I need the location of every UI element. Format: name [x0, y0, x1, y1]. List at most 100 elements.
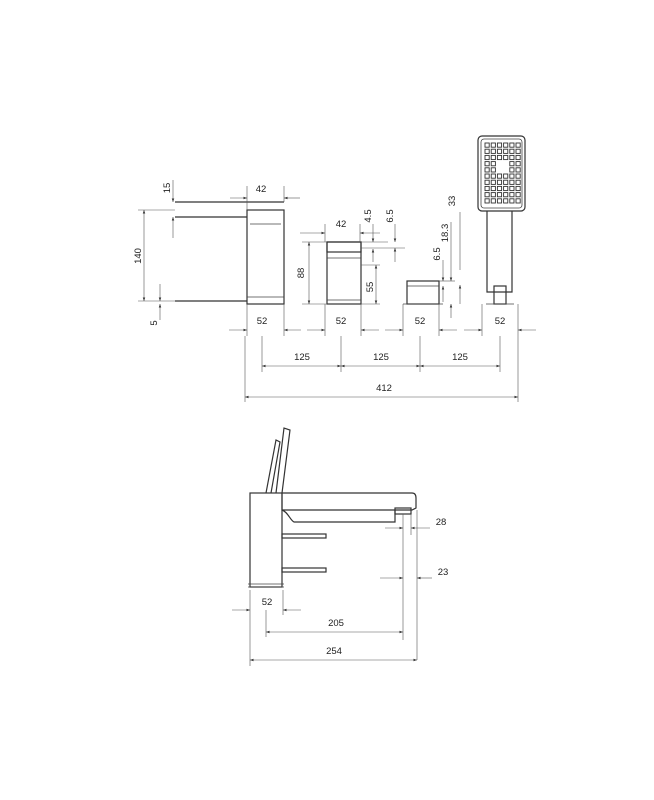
dim-diverter-height-b: 33	[447, 196, 462, 304]
dim-mixer-lower: 55	[361, 264, 380, 305]
dim-base-diverter-label: 52	[415, 316, 426, 327]
dim-spacing-3-label: 125	[452, 352, 468, 363]
nozzle	[515, 142, 521, 148]
nozzle	[490, 192, 496, 198]
nozzle	[496, 198, 503, 204]
dim-base-spout: 52	[229, 304, 301, 336]
dim-overall-top-label: 412	[376, 383, 392, 394]
dim-diverter-height-label: 18.3	[440, 224, 451, 243]
nozzle	[496, 179, 503, 185]
nozzle	[509, 161, 515, 167]
dim-spout-top-label: 15	[162, 183, 173, 194]
nozzle	[496, 148, 503, 154]
dim-side-base-label: 52	[262, 597, 273, 608]
mixer-outline	[326, 241, 362, 305]
nozzle	[515, 161, 521, 167]
nozzle	[509, 142, 515, 148]
nozzle	[515, 198, 521, 204]
dim-spacing-1-label: 125	[294, 352, 310, 363]
nozzle	[515, 185, 521, 192]
nozzle	[509, 179, 515, 185]
dim-base-mixer-label: 52	[336, 316, 347, 327]
nozzle	[503, 198, 509, 204]
nozzle	[484, 173, 490, 179]
nozzle	[509, 167, 515, 173]
dim-base-handshower: 52	[464, 304, 536, 336]
dim-side-outlet-label: 23	[438, 567, 449, 578]
dim-side-reach-label: 205	[328, 618, 344, 629]
dim-mixer-gap-b-label: 6.5	[385, 209, 396, 222]
dim-side-overall: 254	[250, 646, 417, 662]
dim-spout-height: 140	[133, 209, 175, 302]
diverter-outline	[403, 280, 443, 305]
spout-outline	[175, 201, 285, 305]
nozzle	[490, 167, 496, 173]
nozzle	[515, 154, 521, 161]
dim-spacing-2-label: 125	[373, 352, 389, 363]
nozzle	[490, 179, 496, 185]
nozzle	[509, 154, 515, 161]
nozzle	[490, 173, 496, 179]
dim-side-spout-drop: 28	[385, 514, 446, 640]
nozzle-grid	[484, 142, 521, 204]
dim-mixer-width: 42	[300, 219, 380, 242]
dim-mixer-gap-a: 4.5	[361, 209, 388, 262]
nozzle	[509, 173, 515, 179]
side-view: 28 23 52 205 254	[232, 427, 449, 666]
handshower-outline	[477, 135, 526, 305]
dim-base-diverter: 52	[385, 304, 457, 336]
dim-mixer-height-label: 88	[296, 268, 307, 279]
nozzle	[484, 148, 490, 154]
nozzle	[503, 142, 509, 148]
nozzle	[503, 192, 509, 198]
nozzle	[484, 154, 490, 161]
dim-spout-base-label: 5	[149, 320, 160, 325]
dim-base-spout-label: 52	[257, 316, 268, 327]
nozzle	[503, 185, 509, 192]
dim-diverter-height-b-label: 33	[447, 196, 458, 207]
nozzle	[490, 142, 496, 148]
dim-spacings: 125 125 125	[261, 336, 501, 372]
dim-overall-top: 412	[244, 336, 519, 402]
nozzle	[496, 154, 503, 161]
dim-mixer-lower-label: 55	[365, 282, 376, 293]
nozzle	[484, 185, 490, 192]
dim-spout-width: 42	[230, 184, 300, 210]
nozzle	[515, 148, 521, 154]
dim-spout-width-label: 42	[256, 184, 267, 195]
dim-diverter-height: 18.3	[439, 222, 455, 318]
nozzle	[490, 148, 496, 154]
side-body-outline	[248, 427, 417, 588]
nozzle	[503, 173, 509, 179]
nozzle	[490, 198, 496, 204]
nozzle	[515, 192, 521, 198]
dim-mixer-gap-a-label: 4.5	[363, 209, 374, 222]
dim-mixer-width-label: 42	[336, 219, 347, 230]
dim-side-spout-drop-label: 28	[436, 517, 447, 528]
dim-base-mixer: 52	[307, 304, 379, 336]
dim-spout-top: 15	[162, 180, 175, 238]
dim-spout-height-label: 140	[133, 248, 144, 264]
nozzle	[484, 167, 490, 173]
nozzle	[515, 179, 521, 185]
dim-base-handshower-label: 52	[495, 316, 506, 327]
nozzle	[484, 192, 490, 198]
nozzle	[490, 154, 496, 161]
nozzle	[484, 179, 490, 185]
nozzle	[509, 198, 515, 204]
nozzle	[496, 192, 503, 198]
nozzle	[509, 148, 515, 154]
front-view: 140 15 5 42 42	[133, 135, 536, 402]
nozzle	[496, 185, 503, 192]
dim-side-base: 52	[232, 590, 301, 666]
nozzle	[490, 161, 496, 167]
nozzle	[503, 179, 509, 185]
nozzle	[484, 161, 490, 167]
nozzle	[515, 173, 521, 179]
dim-mixer-height: 88	[296, 241, 327, 305]
nozzle	[496, 142, 503, 148]
nozzle	[496, 173, 503, 179]
nozzle	[484, 142, 490, 148]
nozzle	[503, 154, 509, 161]
